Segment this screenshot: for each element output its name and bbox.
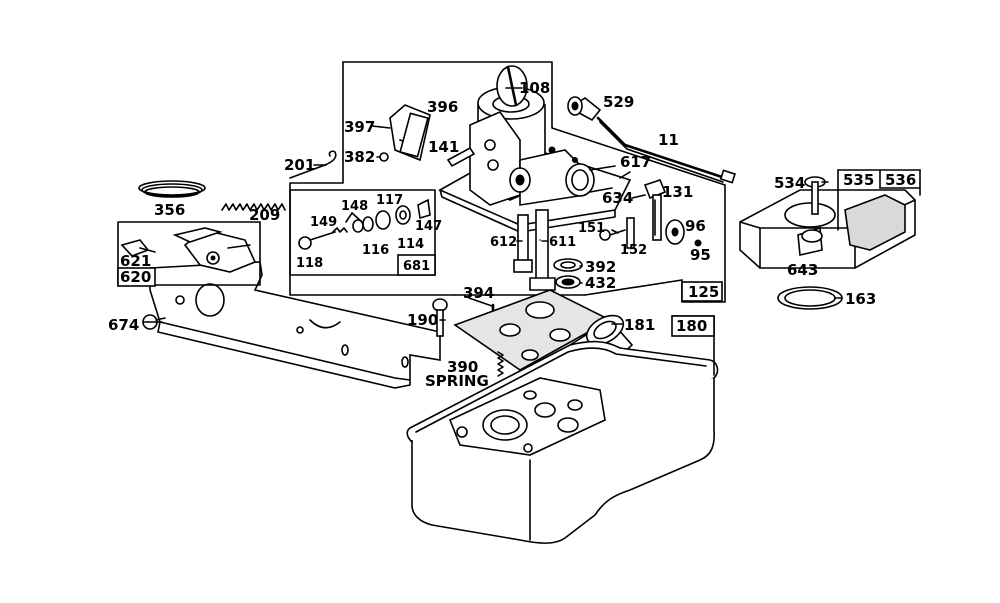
label-643: 643	[787, 261, 818, 279]
spring-209	[221, 203, 286, 211]
label-95: 95	[690, 246, 711, 264]
label-394: 394	[463, 284, 494, 302]
label-181: 181	[624, 316, 655, 334]
label-534: 534	[774, 174, 805, 192]
label-617: 617	[620, 153, 651, 171]
needle-131	[643, 179, 667, 241]
part-labels: 108 529 396 397 382 201 141 11 617 131 6…	[108, 79, 916, 390]
box-125	[681, 281, 723, 302]
label-382: 382	[344, 148, 375, 166]
washer-116	[352, 216, 374, 233]
leader-lines	[139, 87, 843, 325]
label-392: 392	[585, 258, 616, 276]
label-612: 612	[490, 235, 517, 250]
throttle-lever	[172, 227, 257, 273]
fuel-tank-180	[406, 340, 719, 544]
washer-392	[553, 258, 583, 272]
label-117: 117	[376, 193, 403, 208]
spring-149	[332, 227, 348, 233]
label-621: 621	[120, 252, 151, 270]
label-108: 108	[519, 79, 550, 97]
label-11: 11	[658, 131, 679, 149]
label-611: 611	[549, 235, 576, 250]
label-149: 149	[310, 215, 337, 230]
carburetor-assembly-outline	[289, 61, 726, 303]
box-620	[117, 267, 156, 287]
screw-612	[513, 214, 533, 273]
elbow-529	[567, 96, 602, 122]
label-681: 681	[403, 259, 430, 274]
label-529: 529	[603, 93, 634, 111]
label-96: 96	[685, 217, 706, 235]
label-356: 356	[154, 201, 185, 219]
label-180: 180	[676, 317, 707, 335]
label-125: 125	[688, 283, 719, 301]
label-397: 397	[344, 118, 375, 136]
label-190: 190	[407, 311, 438, 329]
label-163: 163	[845, 290, 876, 308]
label-674: 674	[108, 316, 139, 334]
spring-96	[665, 219, 685, 245]
bracket-620	[149, 261, 441, 389]
label-536: 536	[885, 171, 916, 189]
box-535-536-outline	[837, 169, 921, 231]
label-118: 118	[296, 256, 323, 271]
screw-118	[298, 231, 336, 250]
box-621-620-outline	[117, 221, 261, 286]
label-634: 634	[602, 189, 633, 207]
label-spring: SPRING	[425, 372, 489, 390]
air-cleaner	[739, 189, 916, 269]
bowl-nut-611	[529, 209, 556, 291]
label-116: 116	[362, 243, 389, 258]
gasket-163	[777, 286, 843, 310]
label-620: 620	[120, 268, 151, 286]
label-432: 432	[585, 274, 616, 292]
label-151: 151	[578, 221, 605, 236]
spring-390	[497, 351, 504, 377]
washer-95	[694, 239, 702, 247]
label-396: 396	[427, 98, 458, 116]
screw-190	[432, 298, 448, 337]
box-180	[671, 315, 715, 337]
label-141: 141	[428, 138, 459, 156]
float-396	[389, 104, 431, 162]
label-535: 535	[843, 171, 874, 189]
label-152: 152	[620, 243, 647, 258]
label-114: 114	[397, 237, 424, 252]
cap-147	[417, 198, 431, 220]
screw-152	[626, 217, 635, 249]
carburetor-body	[438, 65, 632, 233]
label-131: 131	[662, 183, 693, 201]
label-201: 201	[284, 156, 315, 174]
washer-114	[395, 205, 411, 225]
label-390: 390	[447, 358, 478, 376]
screw-382	[379, 152, 389, 162]
washer-117	[375, 210, 391, 230]
pin-141	[446, 146, 476, 168]
fuel-pipe-11	[596, 116, 736, 184]
link-201	[289, 150, 337, 179]
label-148: 148	[341, 199, 368, 214]
label-209: 209	[249, 206, 280, 224]
box-681-outline	[289, 189, 436, 276]
spring-356	[138, 180, 206, 198]
label-147: 147	[415, 219, 442, 234]
washer-432	[555, 275, 581, 289]
